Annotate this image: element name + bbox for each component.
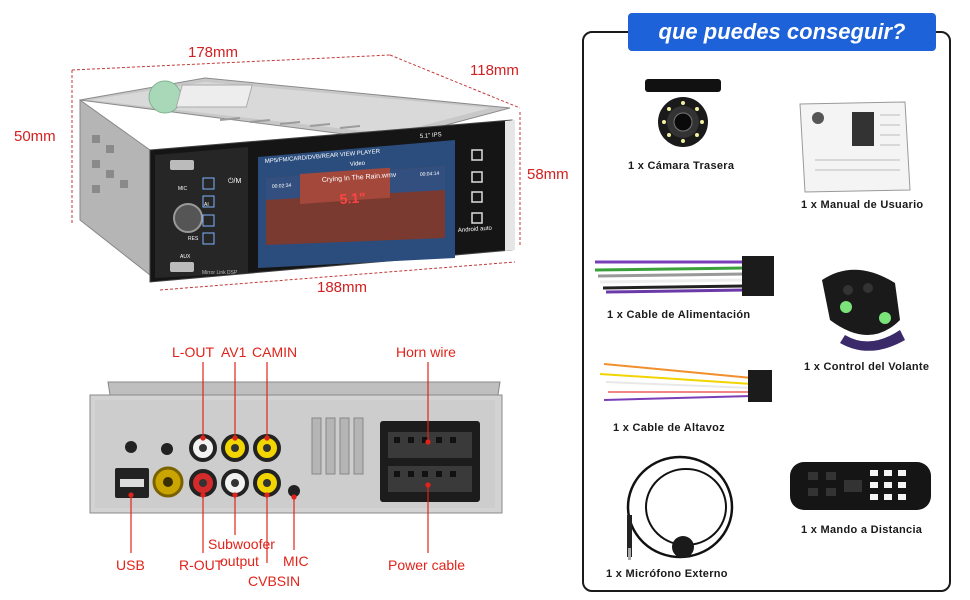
res-label: RES [188,236,199,242]
dimension-front-height: 58mm [527,166,569,183]
label-subwoofer-line1: Subwoofer [208,536,275,552]
back-panel-illustration [89,362,503,563]
head-unit-front-illustration: MP5/FM/CARD/DVB/REAR VIEW PLAYER 5.1" IP… [71,54,521,291]
screen-tab: Video [350,161,366,168]
item-power-cable: 1 x Cable de Alimentación [607,309,751,321]
screen-size-badge: 5.1" IPS [420,132,442,140]
dimension-depth: 118mm [470,62,519,79]
accessories-title: que puedes conseguir? [628,13,936,51]
label-lout: L-OUT [172,344,214,360]
item-rear-camera: 1 x Cámara Trasera [628,160,735,172]
steering-wheel-control-icon [822,269,905,351]
label-subwoofer-line2: output [220,553,259,569]
screen-brand: Android auto [458,226,493,234]
item-remote: 1 x Mando a Distancia [801,524,923,536]
item-user-manual: 1 x Manual de Usuario [801,199,924,211]
item-speaker-cable: 1 x Cable de Altavoz [613,422,725,434]
speaker-cable-icon [599,363,772,402]
dimension-width: 178mm [188,44,239,61]
volume-knob [173,203,203,233]
power-label: ⏻/M [228,177,241,185]
label-camin: CAMIN [252,344,298,360]
item-steering-control: 1 x Control del Volante [804,361,930,373]
sticker-circle [148,80,182,114]
usb-port-front [170,160,194,170]
mic-label: MIC [178,186,188,192]
screen-time-end: 00:04:14 [420,171,440,178]
label-av1: AV1 [221,344,247,360]
label-power-cable: Power cable [388,557,466,573]
unit-bottom-text: Mirror Link DSP [202,270,238,276]
power-cable-icon [594,256,774,296]
dimension-lines [71,54,521,291]
dimension-front-width: 188mm [317,279,368,296]
label-rout: R-OUT [179,557,224,573]
label-mic: MIC [283,553,309,569]
screen-time-start: 00:02:34 [272,183,292,190]
label-cvbsin: CVBSIN [248,573,301,589]
accessories-illustrations [594,79,931,560]
external-microphone-icon [626,455,734,560]
user-manual-icon [799,101,911,193]
label-horn-wire: Horn wire [396,344,456,360]
screen-big-size: 5.1" [339,189,366,207]
rca-row-bottom [189,469,281,497]
item-microphone: 1 x Micrófono Externo [606,568,728,580]
leader-lines [128,362,431,563]
mic-jack [288,485,300,497]
aux-label: AUX [180,254,191,260]
remote-control-icon [790,462,931,510]
dimension-height: 50mm [14,128,56,145]
rear-camera-icon [645,79,721,147]
ai-label: AI [204,202,209,208]
label-usb: USB [116,557,145,573]
